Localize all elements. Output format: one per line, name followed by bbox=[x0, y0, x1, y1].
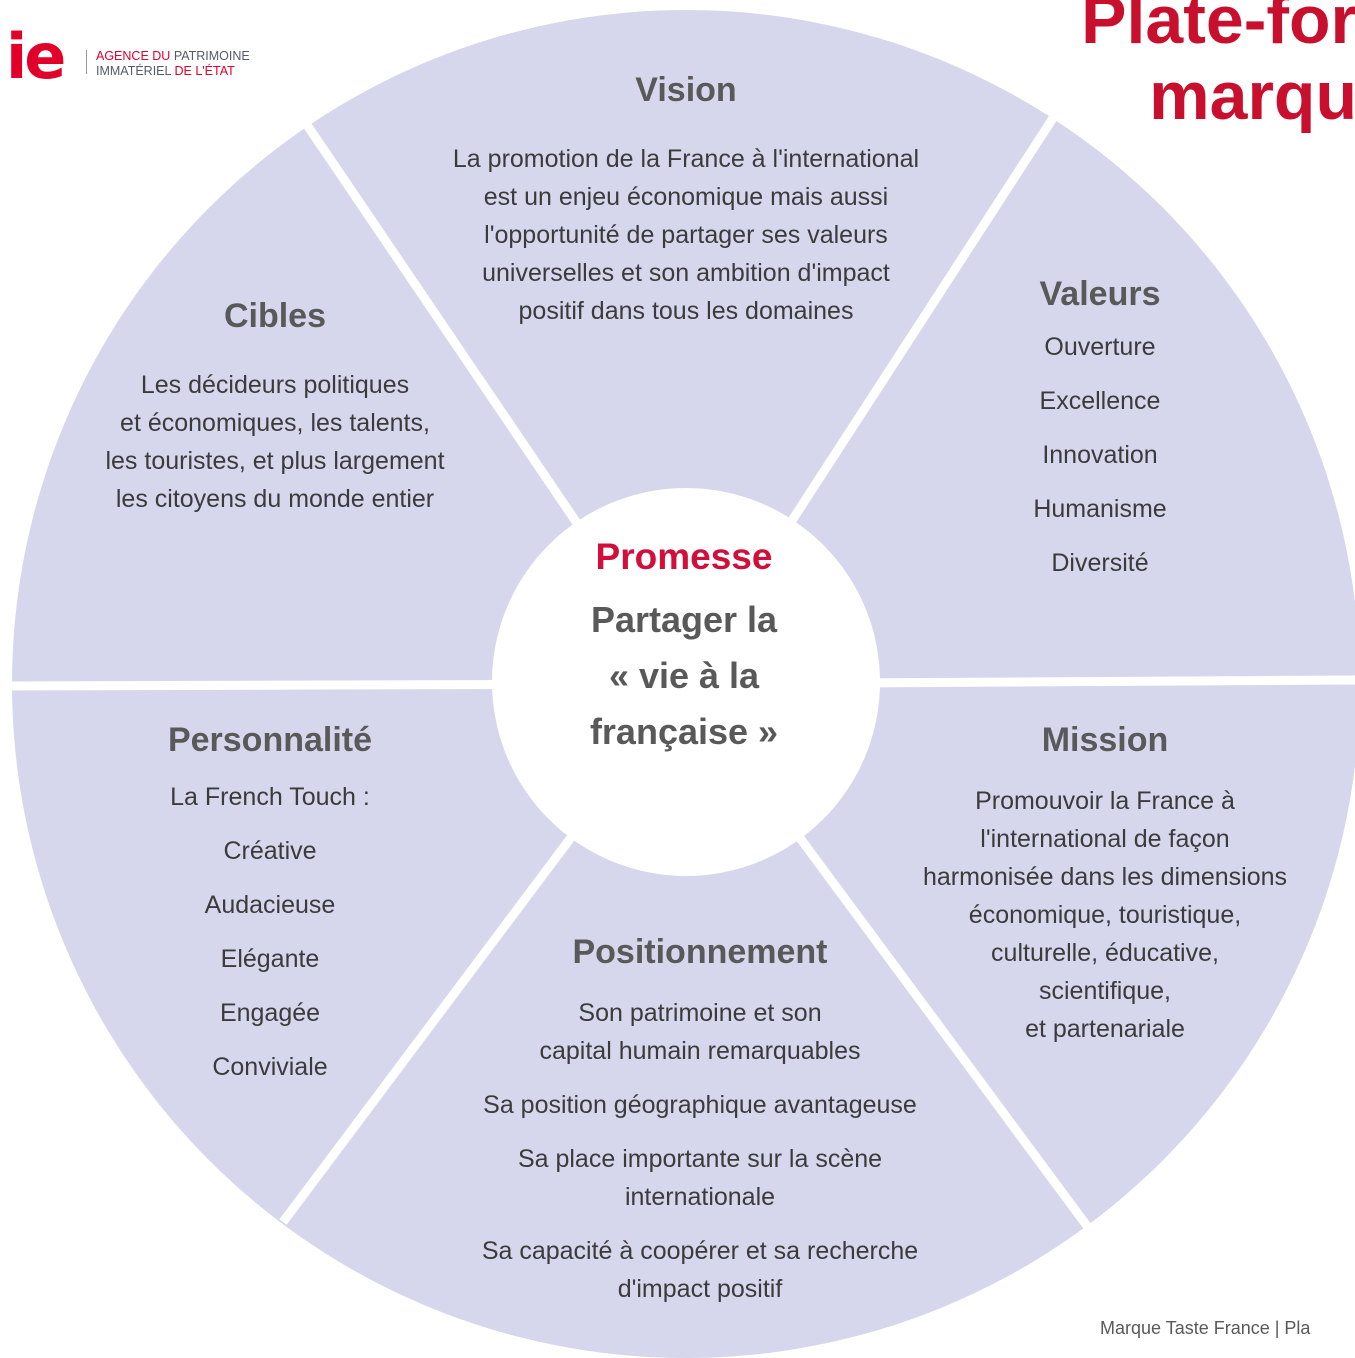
center-line: Partager la bbox=[590, 599, 778, 640]
mission-line: harmonisée dans les dimensions bbox=[922, 863, 1288, 891]
positionnement-line: internationale bbox=[624, 1183, 776, 1211]
vision-line: est un enjeu économique mais aussi bbox=[483, 183, 889, 211]
positionnement-line: Son patrimoine et son bbox=[578, 999, 822, 1027]
segment-vision: Vision La promotion de la France à l'int… bbox=[380, 68, 992, 330]
vision-line: universelles et son ambition d'impact bbox=[482, 259, 890, 287]
positionnement-line: capital humain remarquables bbox=[539, 1037, 861, 1065]
valeurs-item: Innovation bbox=[1042, 441, 1158, 469]
page-title-line-2: marqu bbox=[1149, 58, 1355, 134]
valeurs-item: Humanisme bbox=[1033, 495, 1167, 523]
vision-heading: Vision bbox=[635, 71, 737, 109]
logo-line-1-rest: PATRIMOINE bbox=[173, 49, 250, 63]
personnalite-item: Créative bbox=[223, 837, 317, 865]
segment-cibles: Cibles Les décideurs politiques et écono… bbox=[60, 292, 490, 518]
logo-line-1: AGENCE DU PATRIMOINE bbox=[96, 49, 250, 63]
personnalite-heading: Personnalité bbox=[167, 721, 373, 759]
valeurs-heading: Valeurs bbox=[1039, 275, 1161, 313]
logo-line-1-prefix: AGENCE DU bbox=[96, 49, 171, 63]
mission-line: scientifique, bbox=[1038, 977, 1172, 1005]
segment-personnalite: Personnalité La French Touch : Créative … bbox=[110, 716, 430, 1094]
cibles-line: les citoyens du monde entier bbox=[115, 485, 435, 513]
logo-line-2: IMMATÉRIEL DE L'ÉTAT bbox=[96, 64, 235, 78]
cibles-heading: Cibles bbox=[223, 297, 327, 335]
logo-separator bbox=[86, 50, 87, 74]
positionnement-line: Sa position géographique avantageuse bbox=[483, 1091, 917, 1119]
vision-line: La promotion de la France à l'internatio… bbox=[452, 145, 920, 173]
cibles-line: les touristes, et plus largement bbox=[105, 447, 445, 475]
segment-valeurs: Valeurs Ouverture Excellence Innovation … bbox=[960, 270, 1240, 590]
personnalite-item: Engagée bbox=[219, 999, 321, 1027]
valeurs-item: Excellence bbox=[1039, 387, 1161, 415]
personnalite-item: Conviviale bbox=[212, 1053, 328, 1081]
center-title: Promesse bbox=[595, 536, 773, 577]
agency-logo: ie AGENCE DU PATRIMOINE IMMATÉRIEL DE L'… bbox=[0, 18, 290, 114]
logo-mark: ie bbox=[6, 20, 66, 93]
personnalite-item: Audacieuse bbox=[204, 891, 336, 919]
vision-line: positif dans tous les domaines bbox=[518, 297, 854, 325]
positionnement-line: d'impact positif bbox=[617, 1275, 783, 1303]
mission-line: et partenariale bbox=[1025, 1015, 1185, 1043]
logo-line-2-rest: DE L'ÉTAT bbox=[174, 64, 235, 78]
mission-line: Promouvoir la France à bbox=[975, 787, 1235, 815]
mission-heading: Mission bbox=[1041, 721, 1169, 759]
personnalite-item: La French Touch : bbox=[170, 783, 370, 811]
segment-positionnement: Positionnement Son patrimoine et son cap… bbox=[420, 928, 980, 1308]
vision-line: l'opportunité de partager ses valeurs bbox=[484, 221, 888, 249]
mission-line: l'international de façon bbox=[980, 825, 1230, 853]
center-circle bbox=[492, 488, 880, 876]
valeurs-item: Diversité bbox=[1051, 549, 1149, 577]
cibles-line: Les décideurs politiques bbox=[140, 371, 410, 399]
logo-line-2-prefix: IMMATÉRIEL bbox=[96, 64, 172, 78]
center-line: « vie à la bbox=[608, 655, 760, 696]
personnalite-item: Elégante bbox=[220, 945, 320, 973]
center-promise: Promesse Partager la « vie à la français… bbox=[504, 530, 864, 760]
segment-mission: Mission Promouvoir la France à l'interna… bbox=[890, 716, 1320, 1048]
cibles-line: et économiques, les talents, bbox=[120, 409, 430, 437]
page-title-line-1: Plate-for bbox=[1081, 0, 1355, 58]
positionnement-heading: Positionnement bbox=[572, 933, 828, 971]
footer-text: Marque Taste France | Pla bbox=[1100, 1318, 1311, 1338]
mission-line: économique, touristique, bbox=[968, 901, 1242, 929]
center-line: française » bbox=[589, 711, 779, 752]
positionnement-line: Sa place importante sur la scène bbox=[517, 1145, 883, 1173]
positionnement-line: Sa capacité à coopérer et sa recherche bbox=[481, 1237, 919, 1265]
mission-line: culturelle, éducative, bbox=[991, 939, 1219, 967]
valeurs-item: Ouverture bbox=[1044, 333, 1156, 361]
